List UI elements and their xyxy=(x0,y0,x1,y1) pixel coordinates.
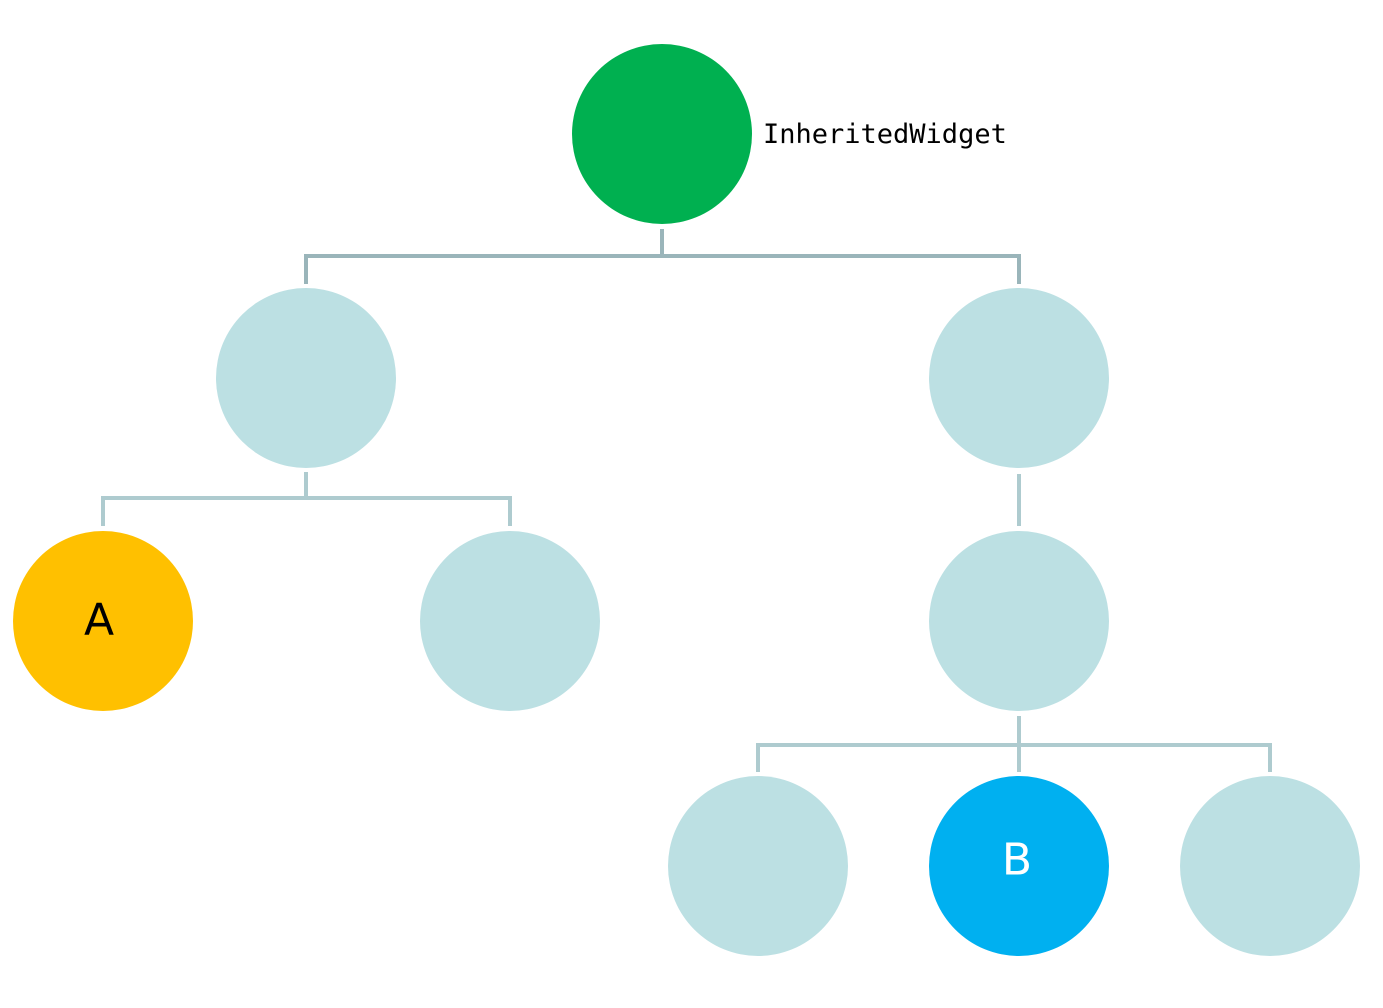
tree-node xyxy=(1180,776,1360,956)
connector-root-to-level1 xyxy=(304,229,1021,284)
tree-node xyxy=(929,531,1109,711)
connectors xyxy=(101,229,1272,772)
connector-level2-to-children xyxy=(756,716,1272,772)
root-label: InheritedWidget xyxy=(763,119,1007,150)
tree-node xyxy=(929,288,1109,468)
tree-node xyxy=(420,531,600,711)
tree-node xyxy=(668,776,848,956)
tree-node xyxy=(216,288,396,468)
connector-left-to-children xyxy=(101,472,512,526)
node-b-label: B xyxy=(1002,835,1032,886)
node-a xyxy=(13,531,193,711)
node-b xyxy=(929,776,1109,956)
root-node xyxy=(572,44,752,224)
node-a-label: A xyxy=(84,595,114,646)
